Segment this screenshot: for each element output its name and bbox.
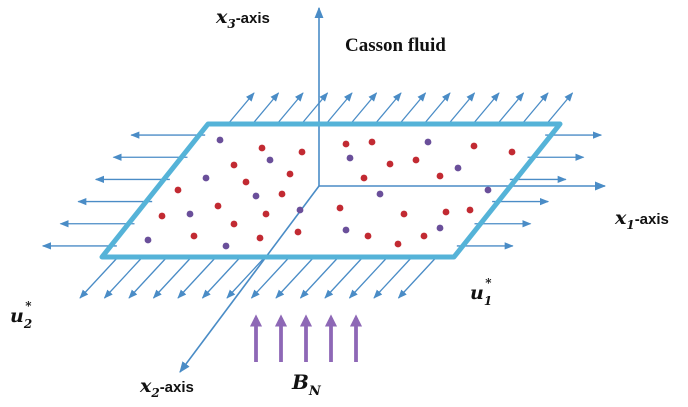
stretch-arrows-right-edge bbox=[456, 131, 603, 250]
red-particle bbox=[214, 202, 222, 210]
stretch-arrow bbox=[226, 256, 266, 299]
stretch-arrows-left-edge bbox=[41, 131, 206, 250]
purple-particle bbox=[424, 138, 432, 146]
purple-particle bbox=[346, 154, 354, 162]
red-particle bbox=[256, 234, 264, 242]
u2-star-label: u2* bbox=[10, 299, 32, 331]
stretch-arrow bbox=[250, 256, 290, 299]
red-particle bbox=[360, 174, 368, 182]
red-particle bbox=[368, 138, 376, 146]
purple-particle bbox=[202, 174, 210, 182]
coordinate-axes bbox=[179, 6, 607, 373]
purple-particle bbox=[484, 186, 492, 194]
stretch-arrow bbox=[546, 92, 574, 125]
red-particle bbox=[278, 190, 286, 198]
magnetic-field-arrows bbox=[249, 314, 363, 362]
stretch-arrow bbox=[275, 256, 315, 299]
stretch-arrow bbox=[301, 92, 329, 125]
stretch-arrow bbox=[201, 256, 241, 299]
stretch-arrow bbox=[472, 92, 500, 125]
red-particle bbox=[508, 148, 516, 156]
u1-star-label: u1* bbox=[470, 276, 492, 308]
fluid-particles bbox=[144, 136, 516, 250]
stretching-sheet bbox=[99, 121, 563, 260]
stretch-arrows-top-edge bbox=[227, 92, 574, 125]
red-particle bbox=[394, 240, 402, 248]
stretch-arrow bbox=[177, 256, 217, 299]
stretch-arrow bbox=[497, 92, 525, 125]
red-particle bbox=[286, 170, 294, 178]
red-particle bbox=[364, 232, 372, 240]
stretch-arrow bbox=[128, 256, 168, 299]
x2-axis-label: x2-axis bbox=[139, 375, 194, 400]
x3-axis-label: x3-axis bbox=[215, 6, 270, 31]
purple-particle bbox=[342, 226, 350, 234]
stretch-arrow bbox=[325, 92, 353, 125]
stretch-arrow bbox=[152, 256, 192, 299]
purple-particle bbox=[252, 192, 260, 200]
stretch-arrow bbox=[227, 92, 255, 125]
stretch-arrow bbox=[521, 92, 549, 125]
red-particle bbox=[336, 204, 344, 212]
red-particle bbox=[420, 232, 428, 240]
purple-particle bbox=[296, 206, 304, 214]
stretch-arrow bbox=[79, 256, 119, 299]
red-particle bbox=[466, 206, 474, 214]
red-particle bbox=[230, 220, 238, 228]
stretch-arrow bbox=[324, 256, 364, 299]
red-particle bbox=[412, 156, 420, 164]
stretch-arrow bbox=[397, 256, 437, 299]
magnetic-field-label: BN bbox=[291, 370, 322, 399]
red-particle bbox=[470, 142, 478, 150]
x1-axis-label: x1-axis bbox=[614, 207, 669, 232]
purple-particle bbox=[376, 190, 384, 198]
red-particle bbox=[230, 161, 238, 169]
diagram-title: Casson fluid bbox=[345, 35, 446, 56]
red-particle bbox=[262, 210, 270, 218]
stretch-arrow bbox=[103, 256, 143, 299]
stretch-arrow bbox=[423, 92, 451, 125]
red-particle bbox=[386, 160, 394, 168]
red-particle bbox=[158, 212, 166, 220]
stretch-arrow bbox=[448, 92, 476, 125]
stretch-arrows-bottom-edge bbox=[79, 256, 437, 299]
red-particle bbox=[190, 232, 198, 240]
red-particle bbox=[298, 148, 306, 156]
x2-axis-line bbox=[179, 185, 320, 373]
red-particle bbox=[400, 210, 408, 218]
purple-particle bbox=[216, 136, 224, 144]
stretch-arrow bbox=[252, 92, 280, 125]
stretch-arrow bbox=[399, 92, 427, 125]
red-particle bbox=[242, 178, 250, 186]
purple-particle bbox=[436, 224, 444, 232]
stretch-arrow bbox=[350, 92, 378, 125]
purple-particle bbox=[186, 210, 194, 218]
red-particle bbox=[294, 228, 302, 236]
purple-particle bbox=[144, 236, 152, 244]
red-particle bbox=[442, 208, 450, 216]
stretch-arrow bbox=[373, 256, 413, 299]
stretch-arrow bbox=[374, 92, 402, 125]
red-particle bbox=[174, 186, 182, 194]
stretch-arrow bbox=[276, 92, 304, 125]
stretch-arrow bbox=[299, 256, 339, 299]
red-particle bbox=[258, 144, 266, 152]
purple-particle bbox=[454, 164, 462, 172]
purple-particle bbox=[222, 242, 230, 250]
red-particle bbox=[342, 140, 350, 148]
purple-particle bbox=[266, 156, 274, 164]
stretch-arrow bbox=[348, 256, 388, 299]
red-particle bbox=[436, 172, 444, 180]
